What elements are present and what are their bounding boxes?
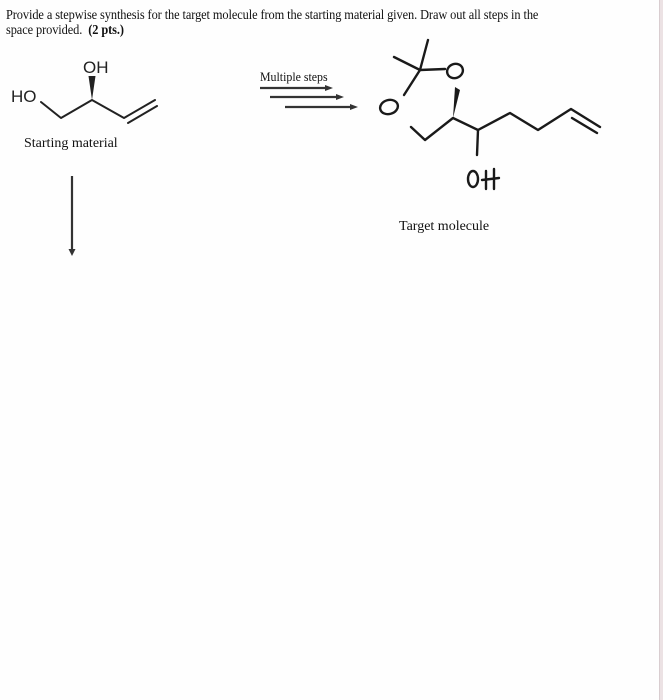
target-molecule-structure [378, 38, 602, 191]
starting-material-label: Starting material [24, 136, 118, 151]
target-alkene-double-bond [570, 116, 599, 135]
wedge-bond [88, 76, 96, 100]
multiple-steps-label: Multiple steps [260, 70, 328, 84]
page-right-border [659, 0, 663, 700]
target-wedge-bond [453, 87, 460, 118]
starting-material-structure: HO OH [11, 58, 158, 124]
target-oh-label [466, 167, 501, 191]
alkene-double-bond [127, 105, 158, 124]
prompt-line-2: space provided. [6, 22, 83, 37]
oh-atom-label: OH [83, 58, 109, 77]
question-prompt: Provide a stepwise synthesis for the tar… [6, 7, 601, 37]
reaction-arrows-icon [260, 85, 358, 110]
carbon-chain-bonds [40, 99, 156, 119]
down-arrow-icon [68, 176, 76, 256]
lower-oxygen-ring [378, 98, 400, 116]
upper-oxygen-ring [445, 62, 465, 80]
prompt-line-1: Provide a stepwise synthesis for the tar… [6, 7, 539, 22]
target-molecule-label: Target molecule [399, 219, 490, 234]
target-carbon-chain [409, 107, 602, 142]
ho-atom-label: HO [11, 87, 37, 106]
points-label: (2 pts.) [88, 22, 124, 37]
